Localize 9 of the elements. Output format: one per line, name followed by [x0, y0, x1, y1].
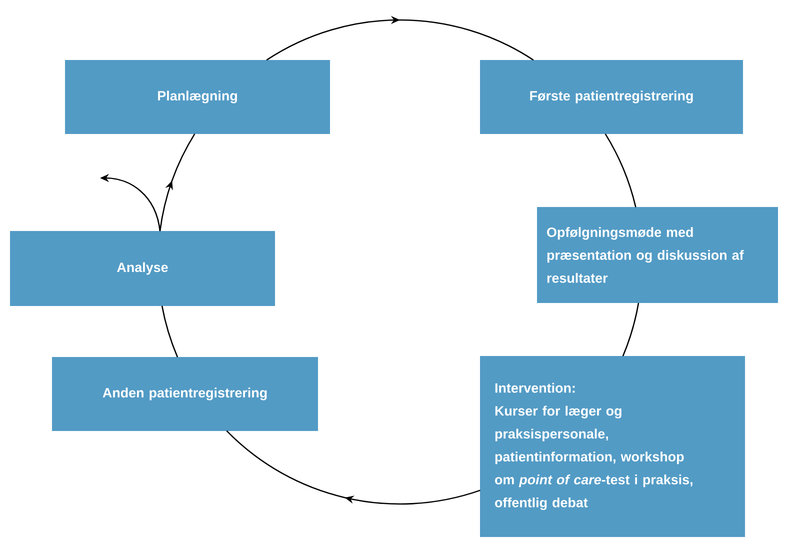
process-box: Planlægning — [65, 60, 330, 134]
arrow — [266, 16, 534, 61]
process-box: Opfølgningsmøde med præsentation og diskussion af resultater — [537, 206, 778, 303]
process-box: Analyse — [10, 230, 275, 306]
process-box: Anden patientregistrering — [52, 356, 318, 431]
arrow — [159, 134, 196, 232]
process-box: Første patientregistrering — [480, 60, 743, 134]
arrow — [226, 430, 480, 504]
process-box: Intervention: Kurser for læger og praksispersonale, patientinformation, workshop om point of care-test i praksis, offentlig debat — [480, 356, 745, 537]
